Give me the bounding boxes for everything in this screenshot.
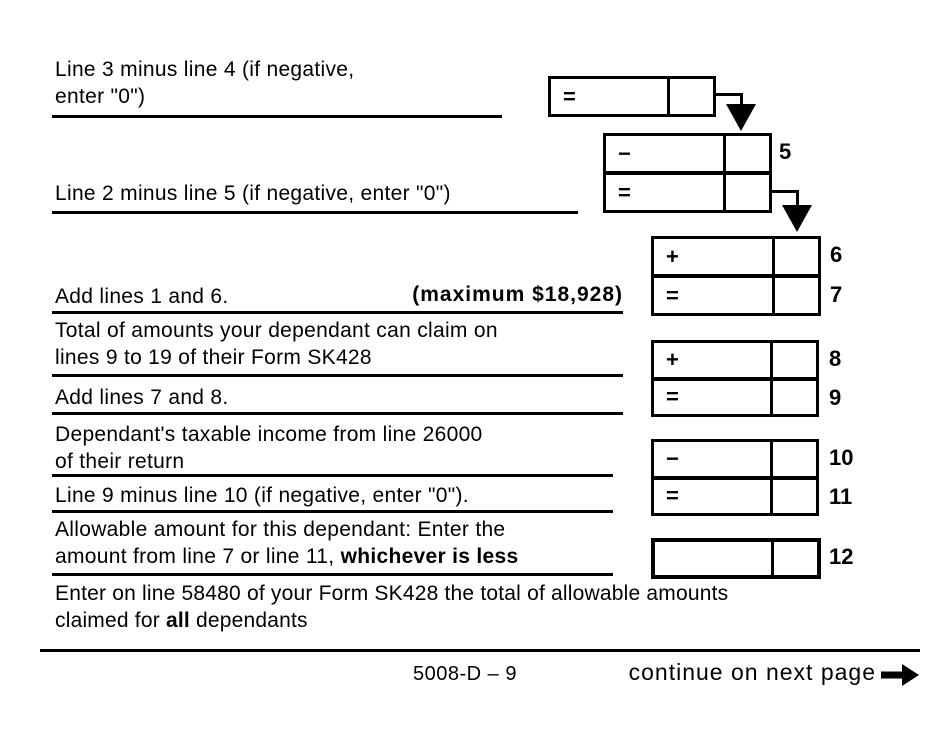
- cents-field[interactable]: [770, 343, 816, 377]
- calc-box-lines8-9-group: + =: [651, 340, 819, 417]
- minus-operator: −: [618, 140, 631, 166]
- calc-box-line12: [651, 538, 821, 579]
- calc-row-line5: −: [606, 136, 769, 171]
- equals-operator: =: [618, 179, 631, 205]
- amount-field[interactable]: [655, 542, 771, 575]
- plus-operator: +: [666, 243, 679, 269]
- instruction-dependant-claim-total: Total of amounts your dependant can clai…: [55, 317, 498, 371]
- instruction-text: Add lines 7 and 8.: [55, 386, 229, 409]
- line-number-10: 10: [829, 445, 854, 470]
- footer-divider: [40, 649, 920, 652]
- calc-box-lines6-7-group: + =: [651, 236, 821, 316]
- amount-field[interactable]: =: [551, 79, 667, 114]
- instruction-line3-minus-line4: Line 3 minus line 4 (if negative, enter …: [55, 56, 354, 110]
- amount-field[interactable]: =: [606, 175, 723, 210]
- calc-row-line8: +: [654, 343, 816, 377]
- calc-box-line3-minus-line4: =: [548, 76, 716, 117]
- line-number-8: 8: [829, 346, 842, 371]
- calc-row-line12: [655, 542, 817, 575]
- calc-box-lines10-11-group: − =: [651, 439, 819, 516]
- instruction-text-line2: lines 9 to 19 of their Form SK428: [55, 346, 372, 369]
- flow-connector-horizontal: [714, 93, 743, 96]
- plus-operator: +: [666, 346, 679, 372]
- underline-row7: [52, 510, 613, 513]
- calc-row-line6: +: [654, 239, 818, 274]
- minus-operator: −: [666, 445, 679, 471]
- calc-box-line5-group: − =: [603, 133, 772, 213]
- calc-row-line9: =: [654, 376, 816, 415]
- cents-field[interactable]: [723, 175, 769, 210]
- calc-row-line11: =: [654, 475, 816, 514]
- instruction-text-line1: Allowable amount for this dependant: Ent…: [55, 518, 506, 541]
- amount-field[interactable]: =: [654, 278, 772, 313]
- cents-field[interactable]: [772, 239, 818, 274]
- equals-operator: =: [666, 282, 679, 308]
- flow-connector-vertical: [796, 190, 799, 206]
- calc-row-line10: −: [654, 442, 816, 476]
- instruction-text-line2: enter "0"): [55, 85, 146, 108]
- calc-row-result: =: [606, 171, 769, 210]
- line-number-9: 9: [829, 385, 842, 410]
- instruction-text-line1: Enter on line 58480 of your Form SK428 t…: [55, 582, 729, 605]
- instruction-line2-minus-line5: Line 2 minus line 5 (if negative, enter …: [55, 180, 451, 207]
- cents-field[interactable]: [723, 136, 769, 171]
- all-emphasis: all: [165, 609, 190, 632]
- whichever-is-less-emphasis: whichever is less: [340, 545, 519, 568]
- cents-field[interactable]: [772, 278, 818, 313]
- equals-operator: =: [666, 483, 679, 509]
- line-number-7: 7: [830, 282, 843, 307]
- underline-row5: [52, 412, 623, 415]
- amount-field[interactable]: =: [654, 480, 770, 514]
- calc-row-line7: =: [654, 274, 818, 313]
- down-arrow-icon: [726, 104, 756, 131]
- right-arrow-icon: [881, 664, 919, 686]
- underline-row2: [52, 211, 578, 214]
- underline-row1: [52, 115, 502, 118]
- flow-connector-vertical: [740, 93, 743, 106]
- instruction-text: Line 2 minus line 5 (if negative, enter …: [55, 182, 451, 205]
- instruction-text-line1: Total of amounts your dependant can clai…: [55, 319, 498, 342]
- instruction-text: Add lines 1 and 6.: [55, 285, 229, 308]
- instruction-text-line2: amount from line 7 or line 11, whichever…: [55, 545, 519, 568]
- line-number-5: 5: [779, 139, 792, 164]
- flow-connector-horizontal: [770, 190, 799, 193]
- equals-operator: =: [563, 83, 576, 109]
- instruction-text: Line 9 minus line 10 (if negative, enter…: [55, 484, 469, 507]
- instruction-text-line1: Dependant's taxable income from line 260…: [55, 423, 483, 446]
- line-number-6: 6: [830, 242, 843, 267]
- underline-row8: [52, 573, 613, 576]
- amount-field[interactable]: +: [654, 239, 772, 274]
- cents-field[interactable]: [770, 479, 816, 513]
- instruction-line9-minus-line10: Line 9 minus line 10 (if negative, enter…: [55, 482, 469, 509]
- line-number-11: 11: [829, 484, 853, 509]
- instruction-enter-line-58480: Enter on line 58480 of your Form SK428 t…: [55, 580, 728, 634]
- calc-row: =: [551, 79, 713, 114]
- amount-field[interactable]: −: [606, 136, 723, 171]
- continue-next-page-label: continue on next page: [628, 659, 876, 685]
- maximum-amount-note: (maximum $18,928): [412, 283, 623, 306]
- instruction-text-line1: Line 3 minus line 4 (if negative,: [55, 58, 355, 81]
- cents-field[interactable]: [667, 79, 713, 114]
- amount-field[interactable]: −: [654, 442, 770, 476]
- amount-field[interactable]: +: [654, 343, 770, 377]
- instruction-add-lines-1-and-6: Add lines 1 and 6.: [55, 283, 229, 310]
- amount-field[interactable]: =: [654, 381, 770, 415]
- line-number-12: 12: [829, 544, 854, 569]
- instruction-allowable-amount: Allowable amount for this dependant: Ent…: [55, 516, 518, 570]
- underline-row3: [52, 311, 623, 314]
- instruction-dependant-taxable-income: Dependant's taxable income from line 260…: [55, 421, 483, 475]
- underline-row4: [52, 374, 623, 377]
- cents-field[interactable]: [771, 542, 817, 575]
- cents-field[interactable]: [770, 442, 816, 476]
- instruction-text-line2: claimed for all dependants: [55, 609, 308, 632]
- instruction-add-lines-7-and-8: Add lines 7 and 8.: [55, 384, 229, 411]
- cents-field[interactable]: [770, 380, 816, 414]
- form-page-number: 5008-D – 9: [413, 663, 517, 685]
- underline-row6: [52, 474, 613, 477]
- instruction-text-line2: of their return: [55, 450, 185, 473]
- equals-operator: =: [666, 384, 679, 410]
- down-arrow-icon: [782, 205, 812, 232]
